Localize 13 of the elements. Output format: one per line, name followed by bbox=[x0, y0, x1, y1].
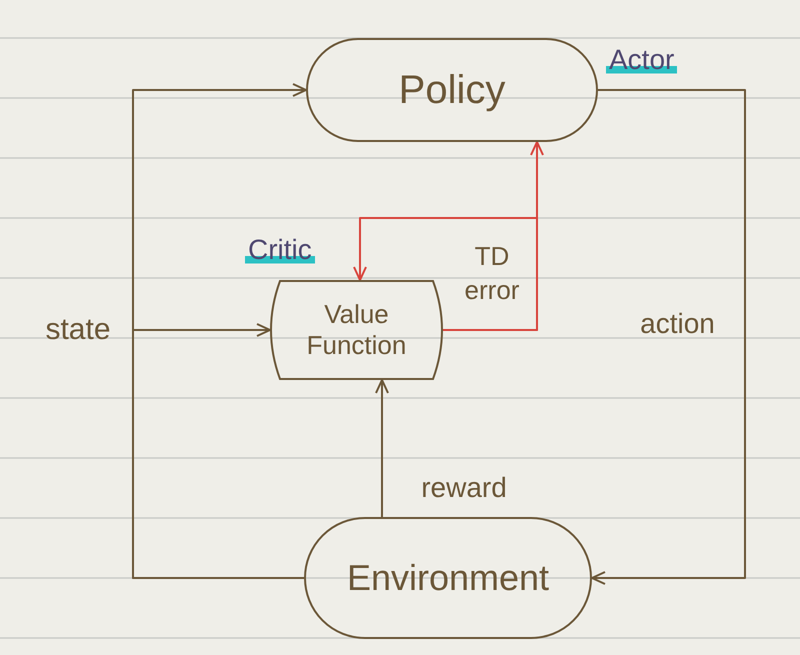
node-label: Value Function bbox=[306, 298, 408, 362]
edge-label: reward bbox=[420, 471, 508, 505]
edge-label: action bbox=[639, 307, 716, 341]
arrow bbox=[375, 379, 389, 517]
edge-label: TD error bbox=[464, 240, 520, 307]
node-label: Policy bbox=[398, 67, 506, 114]
arrow bbox=[591, 89, 746, 585]
barrel-node bbox=[270, 280, 443, 380]
node-label: Environment bbox=[346, 556, 550, 600]
edge-label: state bbox=[44, 312, 112, 348]
stadium-node bbox=[304, 517, 592, 639]
stadium-node bbox=[306, 38, 598, 142]
arrow bbox=[353, 217, 538, 331]
